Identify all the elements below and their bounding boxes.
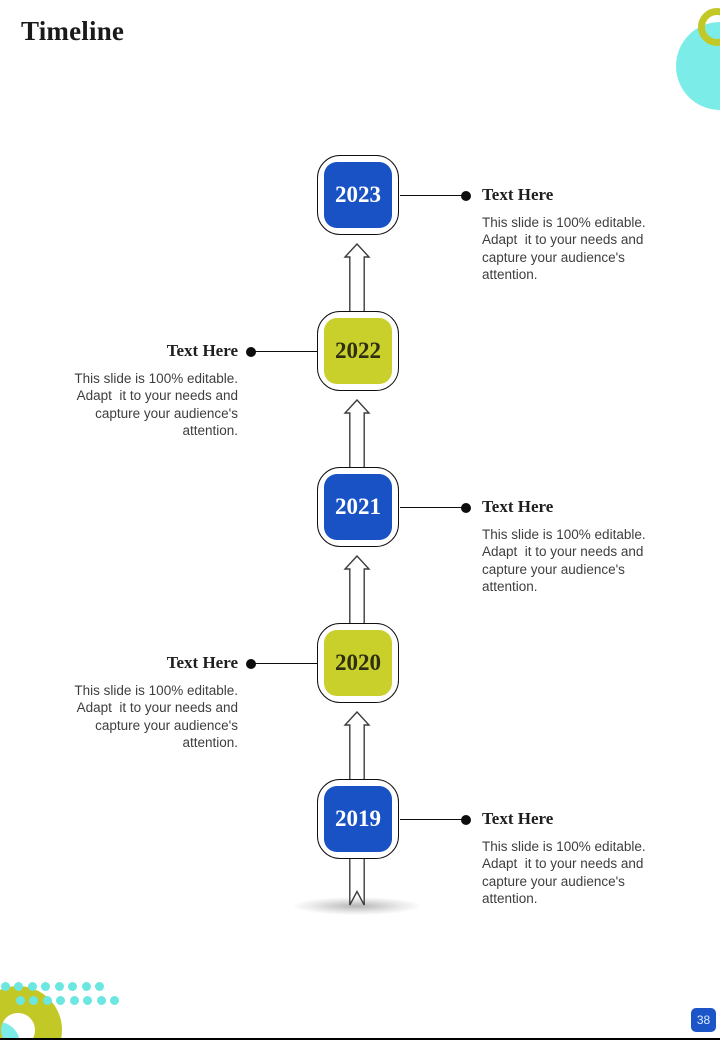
text-block-heading: Text Here bbox=[482, 184, 554, 204]
text-block: Text Here This slide is 100% editable. A… bbox=[63, 653, 238, 752]
year-label: 2019 bbox=[335, 806, 381, 831]
connector-line bbox=[252, 662, 317, 665]
text-block-body: This slide is 100% editable. Adapt it to… bbox=[482, 214, 649, 283]
text-block-heading: Text Here bbox=[482, 808, 554, 828]
text-block: Text Here This slide is 100% editable. A… bbox=[482, 185, 657, 284]
connector-dot bbox=[461, 190, 471, 201]
yellow-ring-decoration bbox=[0, 986, 62, 1040]
connector-dot bbox=[246, 658, 256, 669]
text-block-body: This slide is 100% editable. Adapt it to… bbox=[482, 526, 649, 595]
year-label: 2020 bbox=[335, 650, 381, 675]
year-badge-2021: 2021 bbox=[317, 467, 399, 547]
year-badge-2023: 2023 bbox=[317, 155, 399, 235]
connector-line bbox=[400, 194, 463, 197]
connector-dot bbox=[461, 502, 471, 513]
text-block: Text Here This slide is 100% editable. A… bbox=[63, 341, 238, 440]
page-title: Timeline bbox=[21, 16, 125, 46]
shadow-ellipse bbox=[293, 897, 421, 915]
text-block: Text Here This slide is 100% editable. A… bbox=[482, 497, 657, 596]
year-badge-2020: 2020 bbox=[317, 623, 399, 703]
text-block-body: This slide is 100% editable. Adapt it to… bbox=[74, 370, 242, 439]
year-label: 2022 bbox=[335, 338, 381, 363]
connector-line bbox=[400, 818, 463, 821]
year-label: 2023 bbox=[335, 182, 381, 207]
text-block-body: This slide is 100% editable. Adapt it to… bbox=[482, 838, 649, 907]
text-block-heading: Text Here bbox=[166, 340, 238, 360]
connector-dot bbox=[461, 814, 471, 825]
connector-dot bbox=[246, 346, 256, 357]
text-block-heading: Text Here bbox=[166, 652, 238, 672]
text-block-heading: Text Here bbox=[482, 496, 554, 516]
text-block: Text Here This slide is 100% editable. A… bbox=[482, 809, 657, 908]
page-number: 38 bbox=[696, 1013, 711, 1027]
yellow-ring-decoration bbox=[698, 8, 720, 46]
connector-line bbox=[400, 506, 463, 509]
year-badge-2022: 2022 bbox=[317, 311, 399, 391]
year-label: 2021 bbox=[335, 494, 381, 519]
page-number-badge: 38 bbox=[691, 1008, 716, 1032]
bottom-border bbox=[0, 1038, 720, 1040]
connector-line bbox=[252, 350, 317, 353]
text-block-body: This slide is 100% editable. Adapt it to… bbox=[74, 682, 242, 751]
year-badge-2019: 2019 bbox=[317, 779, 399, 859]
